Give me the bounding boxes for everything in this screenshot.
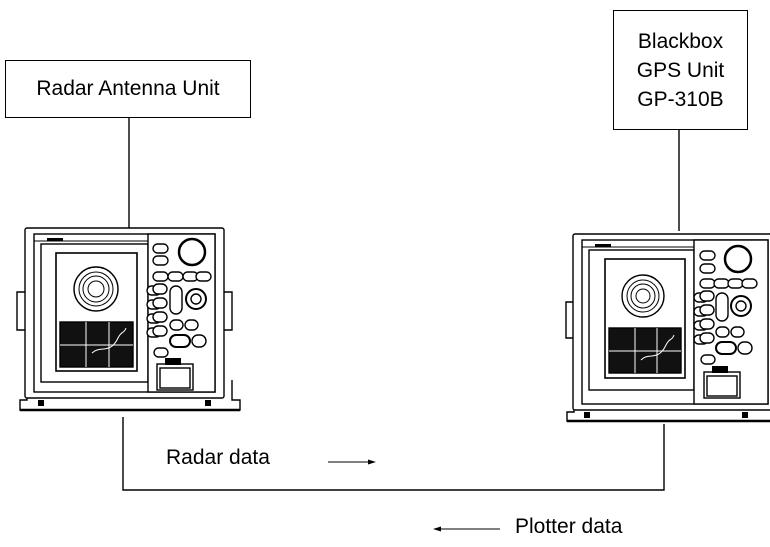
gps-unit-label-line3: GP-310B	[637, 87, 724, 111]
data-cable	[122, 417, 665, 491]
gps-unit-label-line2: GPS Unit	[636, 58, 725, 82]
plotter-data-arrow	[433, 526, 500, 532]
radar-antenna-unit-label: Radar Antenna Unit	[36, 77, 220, 100]
plotter-data-label: Plotter data	[515, 515, 623, 538]
radar-data-arrow	[328, 459, 376, 465]
radar-display-unit-right	[565, 233, 770, 423]
radar-antenna-unit-box: Radar Antenna Unit	[5, 60, 251, 118]
radar-data-label: Radar data	[166, 446, 270, 469]
connector-lines	[122, 117, 680, 491]
gps-unit-box: Blackbox GPS Unit GP-310B	[613, 10, 748, 130]
radar-display-unit-left	[16, 227, 241, 412]
gps-unit-label-line1: Blackbox	[637, 29, 724, 53]
